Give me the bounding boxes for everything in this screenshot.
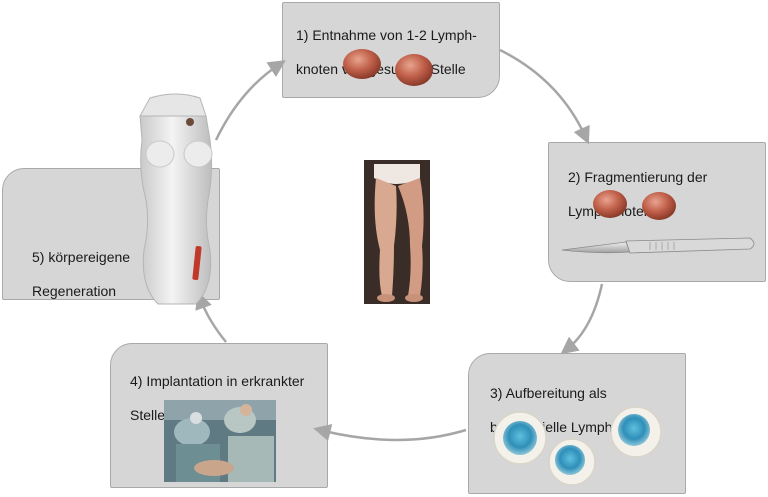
lymphedema-photo — [364, 160, 430, 304]
arrow-1-to-2 — [499, 48, 590, 145]
bead-3 — [610, 406, 662, 458]
step-1-label-line1: 1) Entnahme von 1-2 Lymph- — [296, 27, 477, 43]
step-2-label: 2) Fragmentierung der Lymphknoten — [568, 152, 707, 237]
lymph-node-1 — [343, 49, 381, 79]
step-4-label-line1: 4) Implantation in erkrankter — [130, 373, 305, 389]
step-5-label-line2: Regeneration — [32, 283, 117, 299]
arrow-2-to-3 — [560, 283, 604, 355]
lymph-node-2 — [395, 54, 433, 86]
step-2-label-line1: 2) Fragmentierung der — [568, 169, 708, 185]
bead-1 — [493, 411, 547, 465]
scalpel-icon — [561, 237, 755, 254]
step-3-label-line1: 3) Aufbereitung als — [490, 385, 607, 401]
lymph-node-4 — [642, 192, 676, 220]
arrow-4-to-5 — [195, 291, 227, 343]
step-1-box — [282, 2, 500, 98]
arrow-3-to-4 — [313, 424, 467, 442]
step-5-label: 5) körpereigene Regeneration — [32, 232, 130, 317]
arrow-5-to-1 — [214, 60, 286, 141]
lymph-node-3 — [593, 190, 627, 218]
mannequin-icon — [139, 93, 213, 305]
surgery-photo — [164, 400, 276, 482]
step-5-label-line1: 5) körpereigene — [32, 249, 131, 265]
bead-2 — [548, 438, 596, 486]
